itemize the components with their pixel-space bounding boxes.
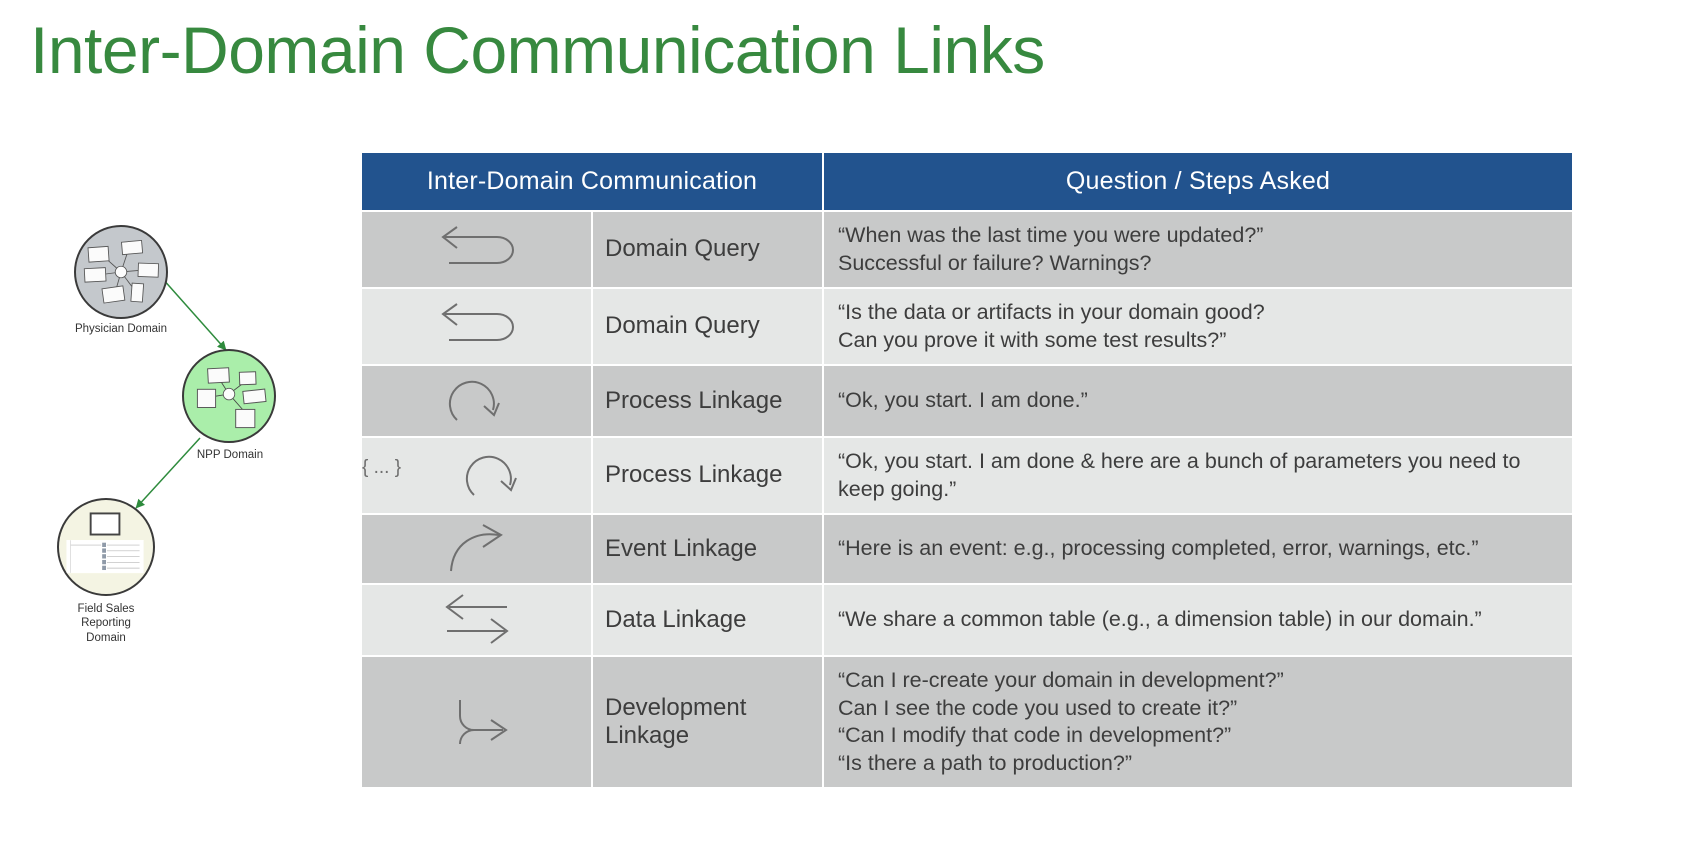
- domain-node-physician[interactable]: [74, 225, 168, 319]
- bidirectional-arrows-icon: [362, 585, 591, 656]
- question-text: “When was the last time you were updated…: [824, 212, 1572, 288]
- question-text: “Ok, you start. I am done & here are a b…: [824, 438, 1572, 514]
- u-turn-left-arrow-icon: [362, 212, 591, 288]
- report-icon: [66, 512, 144, 574]
- linkage-type-label: Development Linkage: [593, 657, 822, 788]
- linkage-type-label: Process Linkage: [593, 438, 822, 514]
- node-graph-icon: [83, 239, 160, 304]
- domain-node-npp-label: NPP Domain: [196, 449, 264, 461]
- node-graph-icon: [196, 367, 267, 429]
- domain-node-physician-label: Physician Domain: [74, 323, 168, 335]
- inter-domain-communication-table: Inter-Domain Communication Question / St…: [360, 151, 1574, 789]
- u-turn-left-arrow-icon: [362, 289, 591, 365]
- question-text: “Ok, you start. I am done.”: [824, 366, 1572, 437]
- linkage-type-label: Domain Query: [593, 212, 822, 288]
- table-row[interactable]: { ... } Process Linkage “Ok, you start. …: [362, 438, 1572, 514]
- branch-arrow-icon: [362, 657, 591, 788]
- question-text: “Here is an event: e.g., processing comp…: [824, 515, 1572, 584]
- question-text: “Is the data or artifacts in your domain…: [824, 289, 1572, 365]
- table-header-row: Inter-Domain Communication Question / St…: [362, 153, 1572, 210]
- column-header-question: Question / Steps Asked: [824, 153, 1572, 210]
- linkage-type-label: Process Linkage: [593, 366, 822, 437]
- table-row[interactable]: Domain Query “Is the data or artifacts i…: [362, 289, 1572, 365]
- question-text: “We share a common table (e.g., a dimens…: [824, 585, 1572, 656]
- page-title: Inter-Domain Communication Links: [30, 13, 1045, 87]
- domain-relationship-diagram: Physician Domain NPP Domain: [0, 210, 350, 710]
- domain-node-field-sales[interactable]: [57, 498, 155, 596]
- linkage-type-label: Domain Query: [593, 289, 822, 365]
- domain-node-npp[interactable]: [182, 349, 276, 443]
- parameters-braces-label: { ... }: [362, 457, 402, 479]
- diagram-link-arrows: [135, 277, 227, 509]
- table-row[interactable]: Development Linkage “Can I re-create you…: [362, 657, 1572, 788]
- table-row[interactable]: Event Linkage “Here is an event: e.g., p…: [362, 515, 1572, 584]
- domain-node-field-sales-label: Field Sales Reporting Domain: [77, 603, 135, 644]
- curved-up-right-arrow-icon: [362, 515, 591, 584]
- circular-arrow-with-parameters-icon: { ... }: [362, 438, 591, 514]
- linkage-type-label: Data Linkage: [593, 585, 822, 656]
- circular-arrow-icon: [362, 366, 591, 437]
- table-row[interactable]: Data Linkage “We share a common table (e…: [362, 585, 1572, 656]
- column-header-communication: Inter-Domain Communication: [362, 153, 822, 210]
- table-row[interactable]: Process Linkage “Ok, you start. I am don…: [362, 366, 1572, 437]
- question-text: “Can I re-create your domain in developm…: [824, 657, 1572, 788]
- table-row[interactable]: Domain Query “When was the last time you…: [362, 212, 1572, 288]
- linkage-type-label: Event Linkage: [593, 515, 822, 584]
